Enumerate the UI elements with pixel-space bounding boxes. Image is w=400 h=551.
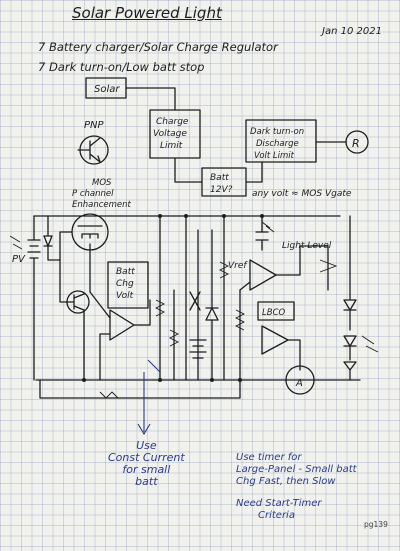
batt-chg-line-2: Chg: [116, 279, 134, 289]
diode-symbol: [43, 215, 53, 247]
mos-line-3: Enhancement: [72, 200, 132, 210]
led-light-arrows-icon: [361, 335, 379, 353]
batt-line-1: Batt: [210, 173, 229, 183]
note-timer-line-6: Criteria: [258, 510, 295, 521]
vref-label: Vref: [228, 261, 248, 271]
output-mosfet-symbol: [285, 365, 315, 395]
switch-a-label: A: [295, 378, 303, 389]
batt-chg-box: [107, 261, 149, 309]
charge-to-batt-wire: [174, 157, 203, 183]
opamp-charge: [109, 309, 135, 341]
dark-limit-line-1: Dark turn-on: [250, 127, 304, 137]
lm-box: [257, 301, 295, 321]
note-use-line-1: Use: [136, 439, 157, 452]
zener-symbol: [205, 229, 219, 381]
goal-item-1: 7 Battery charger/Solar Charge Regulator: [38, 40, 278, 54]
pnp-label: PNP: [84, 120, 105, 131]
note-arrow: [137, 372, 151, 436]
batt-to-dark-wire: [245, 161, 263, 183]
page-title: Solar Powered Light: [72, 4, 222, 22]
resistor-symbol: [154, 299, 180, 347]
timer-note: Use timer for Large-Panel - Small batt C…: [236, 452, 357, 522]
batt-chg-line-1: Batt: [116, 267, 135, 277]
goal-item-2: 7 Dark turn-on/Low batt stop: [38, 60, 204, 74]
mos-line-1: MOS: [92, 178, 112, 188]
charge-limit-line-3: Limit: [160, 141, 183, 151]
goal-text-2: Dark turn-on/Low batt stop: [48, 60, 205, 74]
mos-line-2: P channel: [72, 189, 114, 199]
pv-label: PV: [12, 254, 26, 265]
goal-marker: 7: [38, 60, 49, 74]
block-diagram: Solar Charge Voltage Limit Batt 12V? Dar…: [85, 77, 369, 199]
led-string-symbol: [343, 215, 357, 381]
photo-arrows-icon: [261, 221, 275, 233]
solar-label: Solar: [94, 84, 120, 95]
pnp-symbol: PNP: [77, 120, 109, 165]
note-timer-line-3: Chg Fast, then Slow: [236, 476, 336, 487]
note-timer-line-5: Need Start-Timer: [236, 498, 322, 509]
constant-current-note: Use Const Current for small batt: [108, 440, 185, 488]
lm-label: LBCO: [262, 308, 286, 318]
opamp-discharge: [261, 325, 289, 355]
page-number: pg139: [364, 520, 388, 529]
schematic: PV Batt Chg Volt: [9, 213, 379, 436]
note-timer-spacer: [236, 488, 357, 498]
note-timer-line-1: Use timer for: [236, 452, 302, 463]
light-arrows-icon: [9, 235, 23, 250]
opamp-light: [249, 259, 277, 291]
any-volt-note: any volt ≈ MOS Vgate: [252, 189, 352, 199]
dark-limit-line-3: Volt Limit: [254, 151, 295, 161]
dark-limit-block: [245, 119, 317, 163]
note-use-line-4: batt: [135, 475, 158, 488]
batt-line-2: 12V?: [210, 185, 233, 195]
solar-to-charge-wire: [125, 87, 176, 111]
note-use-line-2: Const Current: [108, 451, 185, 464]
battery-stack-symbol: [189, 229, 207, 381]
charge-limit-line-2: Voltage: [153, 129, 187, 139]
dark-limit-line-2: Discharge: [256, 139, 299, 149]
goal-text-1: Battery charger/Solar Charge Regulator: [48, 40, 278, 54]
goal-marker: 7: [38, 40, 49, 54]
lamp-label: R: [352, 137, 360, 150]
batt-chg-line-3: Volt: [116, 291, 134, 301]
note-use-line-3: for small: [122, 463, 171, 476]
charge-limit-line-1: Charge: [156, 117, 189, 127]
pv-cell-symbol: [27, 215, 41, 381]
note-timer-line-2: Large-Panel - Small batt: [236, 464, 357, 475]
page-date: Jan 10 2021: [322, 26, 382, 37]
